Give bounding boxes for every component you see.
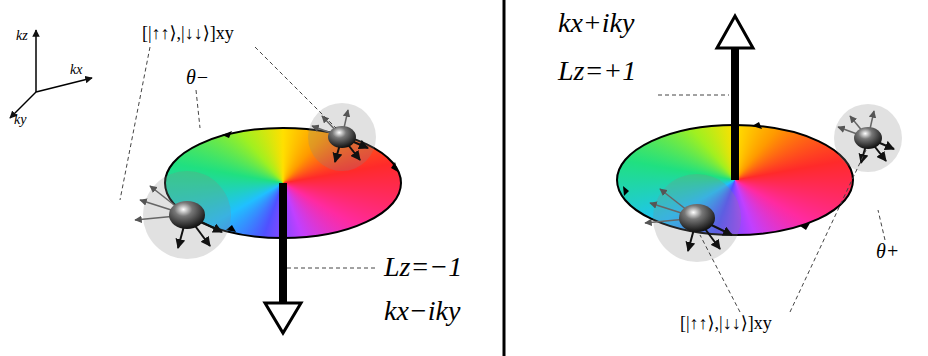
math-label: kz <box>16 28 28 43</box>
math-label: kx−iky <box>384 296 460 327</box>
math-label: θ− <box>186 66 209 88</box>
axes <box>10 30 92 118</box>
math-label: [|↑↑⟩,|↓↓⟩]xy <box>142 24 234 44</box>
math-label: [|↑↑⟩,|↓↓⟩]xy <box>680 314 772 334</box>
math-label: ky <box>14 112 26 127</box>
math-label: Lz=−1 <box>384 252 462 283</box>
math-label: kx+iky <box>558 8 634 39</box>
math-label: Lz=+1 <box>558 56 636 87</box>
angular-momentum-arrow <box>265 16 753 333</box>
math-label: kx <box>70 62 82 77</box>
spin-pair <box>135 103 902 262</box>
math-label: θ+ <box>876 240 899 262</box>
divider <box>503 0 506 356</box>
leader-line <box>120 47 885 312</box>
